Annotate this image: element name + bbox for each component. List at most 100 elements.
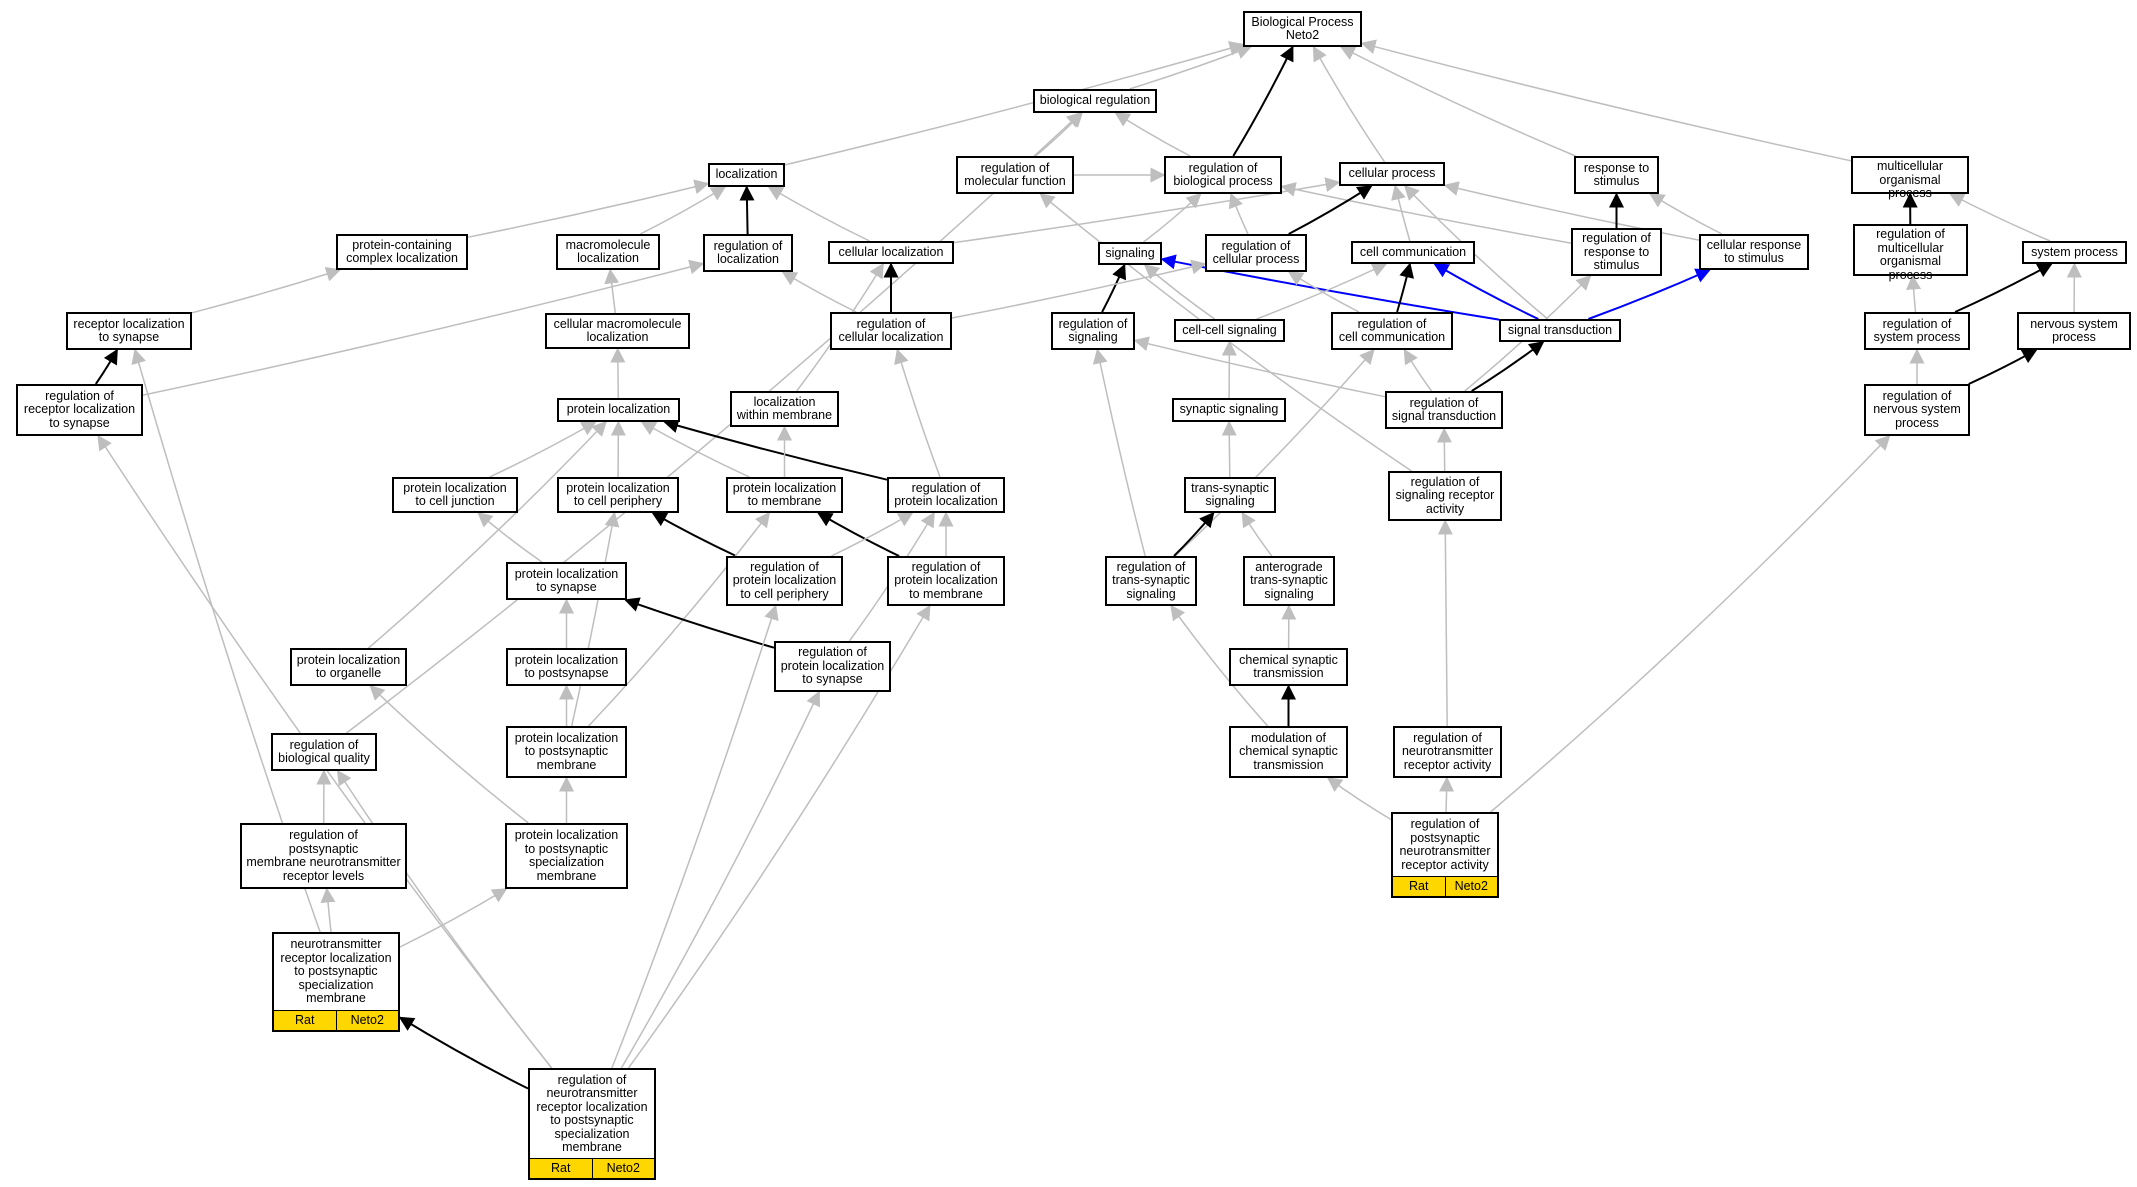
go-term-node[interactable]: synaptic signaling bbox=[1172, 398, 1286, 422]
go-term-label: system process bbox=[2024, 243, 2125, 262]
go-term-label-line: regulation of bbox=[1882, 316, 1952, 331]
go-term-node[interactable]: cell communication bbox=[1351, 241, 1475, 264]
go-term-label-line: within membrane bbox=[736, 408, 833, 422]
go-term-label-line: localization bbox=[717, 252, 779, 266]
go-term-label-line: localization bbox=[586, 330, 649, 344]
go-term-node[interactable]: system process bbox=[2022, 241, 2127, 264]
go-term-label-line: Biological Process bbox=[1251, 14, 1354, 29]
go-term-node[interactable]: biological regulation bbox=[1033, 89, 1157, 113]
go-term-node[interactable]: signaling bbox=[1098, 242, 1162, 265]
go-term-label: biological regulation bbox=[1035, 91, 1155, 111]
edge-rst-to-st bbox=[1471, 341, 1545, 392]
go-term-label-line: neurotransmitter bbox=[1401, 744, 1493, 759]
edge-crs-to-rts bbox=[1649, 193, 1723, 235]
go-term-label-line: regulation of bbox=[856, 316, 926, 331]
go-term-label-line: signaling bbox=[1264, 586, 1314, 601]
go-term-node[interactable]: cellular process bbox=[1339, 162, 1445, 186]
go-term-label-line: specialization bbox=[554, 1126, 630, 1141]
go-term-label-line: to synapse bbox=[802, 672, 863, 687]
edge-breg-to-bp bbox=[1129, 44, 1253, 90]
go-term-label-line: to synapse bbox=[49, 415, 110, 430]
edge-atss-to-tss bbox=[1241, 511, 1273, 557]
species-tag: Rat bbox=[551, 1160, 571, 1175]
go-term-label-line: postsynaptic bbox=[288, 841, 359, 856]
go-term-node[interactable]: protein localization bbox=[557, 398, 680, 422]
edge-mop-to-bp bbox=[1360, 39, 1852, 162]
go-term-node[interactable]: localization bbox=[708, 163, 785, 187]
edge-rplm-to-plm bbox=[817, 512, 900, 557]
go-term-label-line: organismal process bbox=[1879, 254, 1942, 282]
edge-ccs-to-sig bbox=[1143, 264, 1216, 320]
go-term-label-line: biological quality bbox=[278, 751, 370, 765]
go-term-node[interactable]: cell-cell signaling bbox=[1174, 319, 1285, 342]
go-term-label: cell-cell signaling bbox=[1176, 321, 1283, 340]
go-term-node[interactable]: signal transduction bbox=[1499, 319, 1621, 342]
go-term-label-line: signaling bbox=[1205, 494, 1255, 508]
go-term-label-line: transmission bbox=[1253, 666, 1324, 680]
edge-rcp-to-rbp bbox=[1228, 192, 1249, 235]
go-term-label-line: receptor activity bbox=[1401, 857, 1489, 872]
go-term-label-line: regulation of bbox=[911, 480, 981, 495]
go-term-label-line: membrane bbox=[536, 868, 597, 883]
go-term-node[interactable]: cellular localization bbox=[828, 241, 954, 264]
